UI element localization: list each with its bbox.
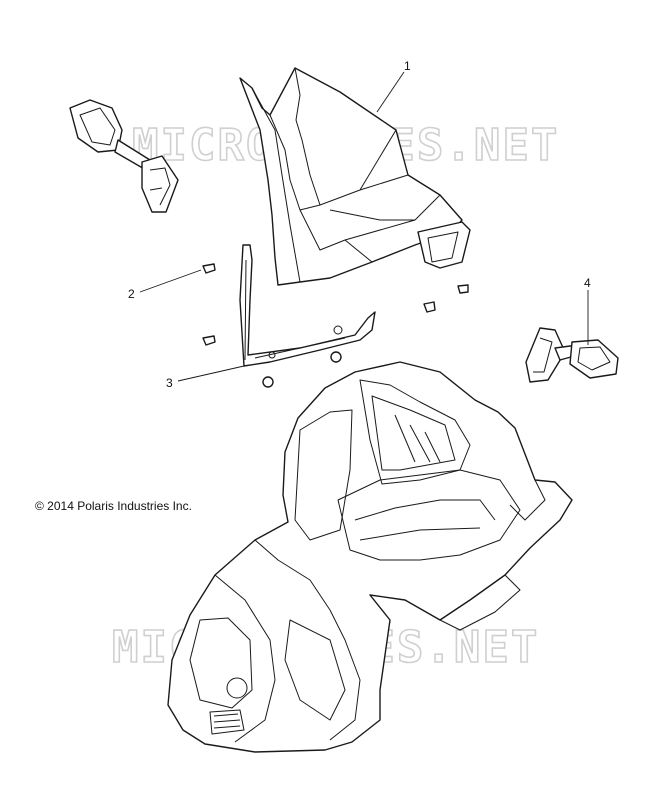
callout-4: 4 [584, 276, 591, 290]
trim-bracket-part [239, 244, 376, 367]
callout-1: 1 [404, 59, 411, 73]
copyright-text: © 2014 Polaris Industries Inc. [35, 499, 192, 513]
callout-3: 3 [166, 376, 173, 390]
windshield-part [239, 67, 471, 286]
right-mirror-part [525, 327, 619, 383]
callout-2: 2 [128, 287, 135, 301]
fastener-parts [202, 263, 469, 388]
left-mirror-part [69, 99, 179, 213]
leader-line-1 [376, 71, 405, 113]
leader-line-2 [139, 269, 202, 293]
hood-body-part [167, 361, 573, 753]
leader-line-3 [177, 365, 245, 382]
